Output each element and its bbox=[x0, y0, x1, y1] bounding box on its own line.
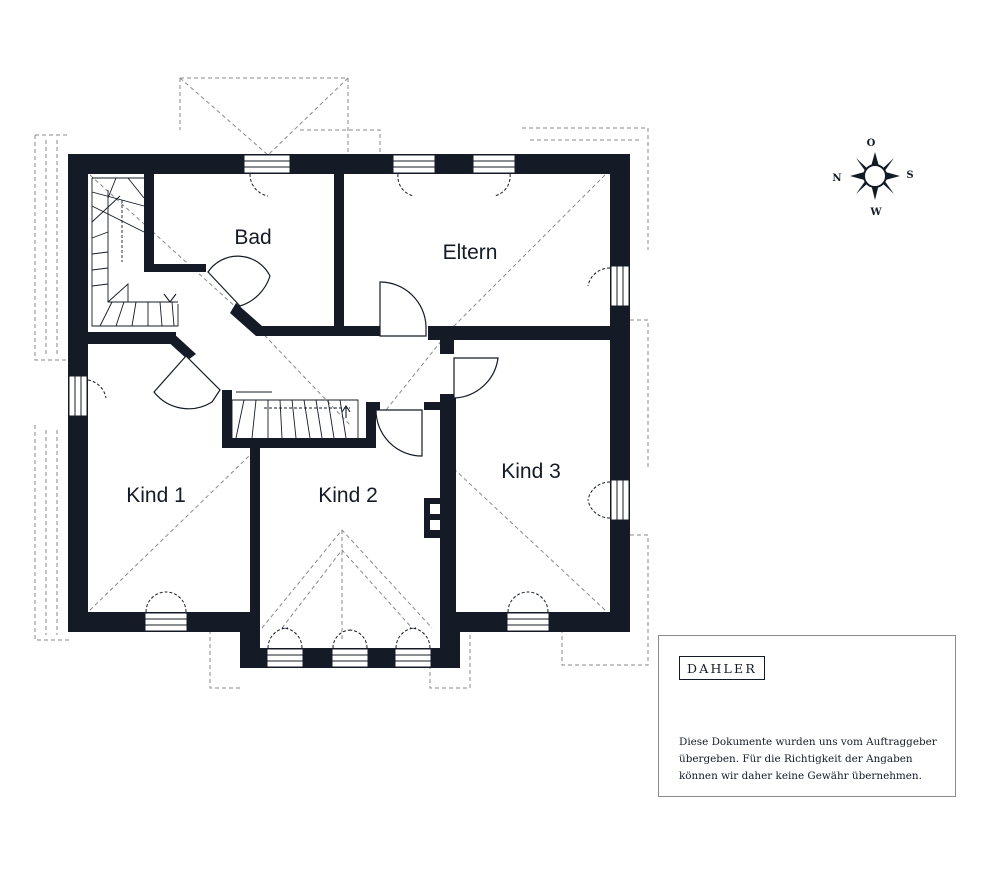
room-label-bad: Bad bbox=[234, 226, 271, 249]
window-kind2-3 bbox=[394, 648, 432, 668]
door-kind1 bbox=[153, 355, 221, 410]
window-swings bbox=[87, 173, 611, 649]
compass-west: W bbox=[869, 207, 882, 218]
disclaimer-line-3: können wir daher keine Gewähr übernehmen… bbox=[679, 770, 922, 782]
window-kind2-1 bbox=[266, 648, 304, 668]
room-label-kind3: Kind 3 bbox=[501, 460, 561, 483]
window-kind3-south bbox=[506, 612, 550, 632]
window-eltern-2 bbox=[472, 154, 516, 174]
compass-east: O bbox=[867, 138, 876, 149]
room-label-kind2: Kind 2 bbox=[318, 484, 378, 507]
door-kind3 bbox=[453, 357, 499, 399]
window-eltern-east bbox=[610, 265, 630, 307]
chimney-flues bbox=[430, 504, 440, 530]
window-kind1-west bbox=[68, 375, 88, 417]
door-bad bbox=[207, 255, 271, 307]
compass-center-icon bbox=[863, 164, 887, 188]
window-kind1-south bbox=[144, 612, 188, 632]
window-kind2-2 bbox=[331, 648, 369, 668]
window-bad bbox=[243, 154, 291, 174]
compass-rose: O N S W bbox=[832, 138, 913, 218]
stair-corridor bbox=[231, 391, 359, 439]
disclaimer-box: DAHLER Diese Dokumente wurden uns vom Au… bbox=[658, 635, 956, 797]
compass-north: N bbox=[832, 173, 841, 184]
room-label-kind1: Kind 1 bbox=[126, 484, 186, 507]
dahler-logo: DAHLER bbox=[679, 656, 765, 680]
disclaimer-text: Diese Dokumente wurden uns vom Auftragge… bbox=[679, 734, 949, 785]
doors bbox=[153, 255, 499, 457]
disclaimer-line-1: Diese Dokumente wurden uns vom Auftragge… bbox=[679, 736, 937, 748]
stair-main bbox=[91, 177, 179, 327]
disclaimer-line-2: übergeben. Für die Richtigkeit der Angab… bbox=[679, 753, 913, 765]
compass-south: S bbox=[906, 170, 913, 181]
windows bbox=[68, 154, 630, 668]
door-kind2 bbox=[375, 409, 423, 457]
window-kind3-east bbox=[610, 479, 630, 521]
window-eltern-1 bbox=[392, 154, 436, 174]
room-label-eltern: Eltern bbox=[443, 241, 498, 264]
door-eltern bbox=[379, 281, 427, 337]
